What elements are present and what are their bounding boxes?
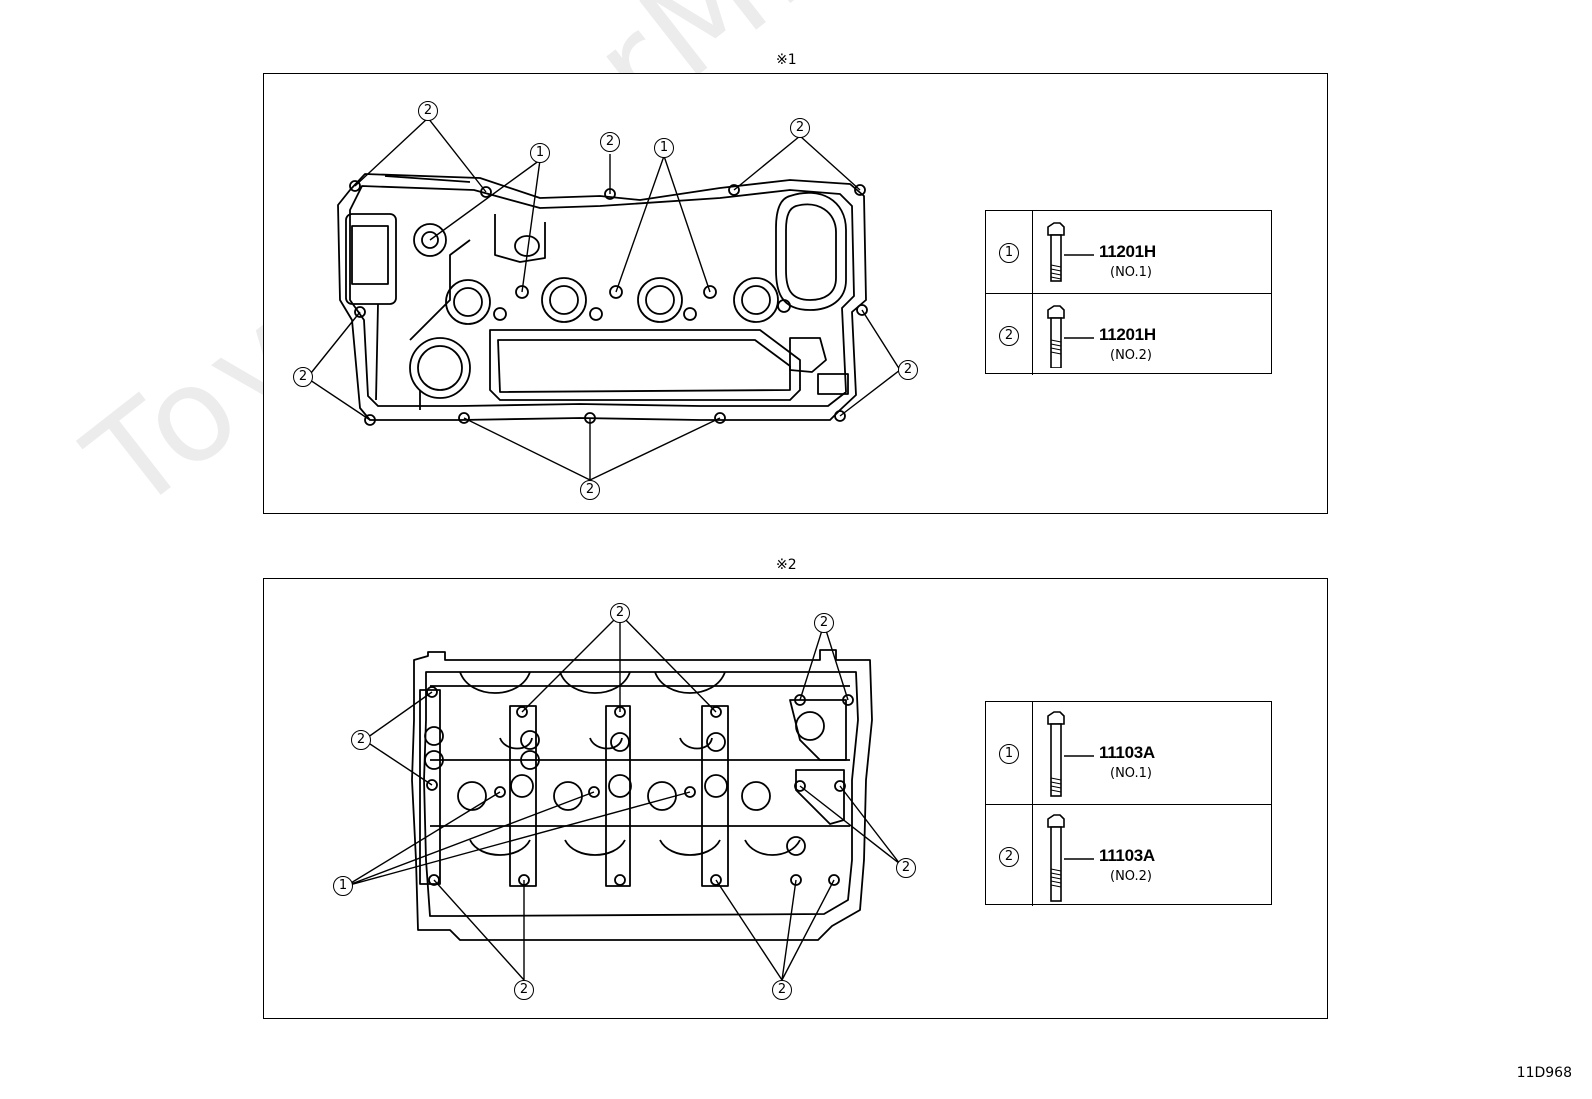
callout-p2-c: 2: [351, 730, 371, 750]
legend-1-row-2: 2 11201H (NO.2): [986, 293, 1271, 375]
legend-2-num-2: 2: [999, 847, 1019, 867]
callout-p1-b: 1: [530, 143, 550, 163]
bolt-icon: [1047, 711, 1065, 797]
callout-p2-b: 2: [814, 613, 834, 633]
callout-p2-e: 2: [896, 858, 916, 878]
callout-p1-a: 2: [418, 101, 438, 121]
legend-2-row-2: 2 11103A (NO.2): [986, 804, 1271, 906]
bolt-icon: [1047, 222, 1065, 282]
callout-p2-a: 2: [610, 603, 630, 623]
head-cam-journals: [419, 689, 847, 887]
legend-2-part-2: 11103A: [1099, 846, 1155, 865]
head-bolts: [426, 686, 854, 886]
callout-p1-d: 1: [654, 138, 674, 158]
head-cover-spark-holes: [409, 239, 791, 410]
head-cover-interior: [413, 191, 849, 401]
callout-p1-h: 2: [580, 480, 600, 500]
callout-p1-f: 2: [293, 367, 313, 387]
panel-2-label: ※2: [776, 557, 797, 573]
head-ports: [457, 671, 801, 856]
callout-p2-g: 2: [772, 980, 792, 1000]
callout-p1-e: 2: [790, 118, 810, 138]
legend-1-sub-1: (NO.1): [1110, 265, 1152, 280]
legend-2-sub-2: (NO.2): [1110, 869, 1152, 884]
legend-table-1: 1 11201H (NO.1) 2 11201H (NO.2): [985, 210, 1272, 375]
legend-2-row-1: 1 11103A (NO.1): [986, 702, 1271, 804]
legend-table-2: 1 11103A (NO.1) 2 11103A (NO.2): [985, 701, 1272, 906]
panel-1-label: ※1: [776, 52, 797, 68]
head-outline: [411, 649, 873, 941]
legend-1-part-2: 11201H: [1099, 325, 1156, 344]
callout-p1-g: 2: [898, 360, 918, 380]
legend-1-row-1: 1 11201H (NO.1): [986, 211, 1271, 293]
legend-2-sub-1: (NO.1): [1110, 766, 1152, 781]
figure-code: 11D968: [1516, 1065, 1572, 1081]
legend-2-num-1: 1: [999, 744, 1019, 764]
legend-1-sub-2: (NO.2): [1110, 348, 1152, 363]
legend-2-part-1: 11103A: [1099, 743, 1155, 762]
legend-1-part-1: 11201H: [1099, 242, 1156, 261]
bolt-icon: [1047, 814, 1065, 902]
callout-p1-c: 2: [600, 132, 620, 152]
callout-p2-d: 1: [333, 876, 353, 896]
bolt-icon: [1047, 305, 1065, 368]
callout-p2-f: 2: [514, 980, 534, 1000]
head-cover-outline: [337, 173, 867, 421]
legend-1-num-2: 2: [999, 326, 1019, 346]
legend-1-num-1: 1: [999, 243, 1019, 263]
